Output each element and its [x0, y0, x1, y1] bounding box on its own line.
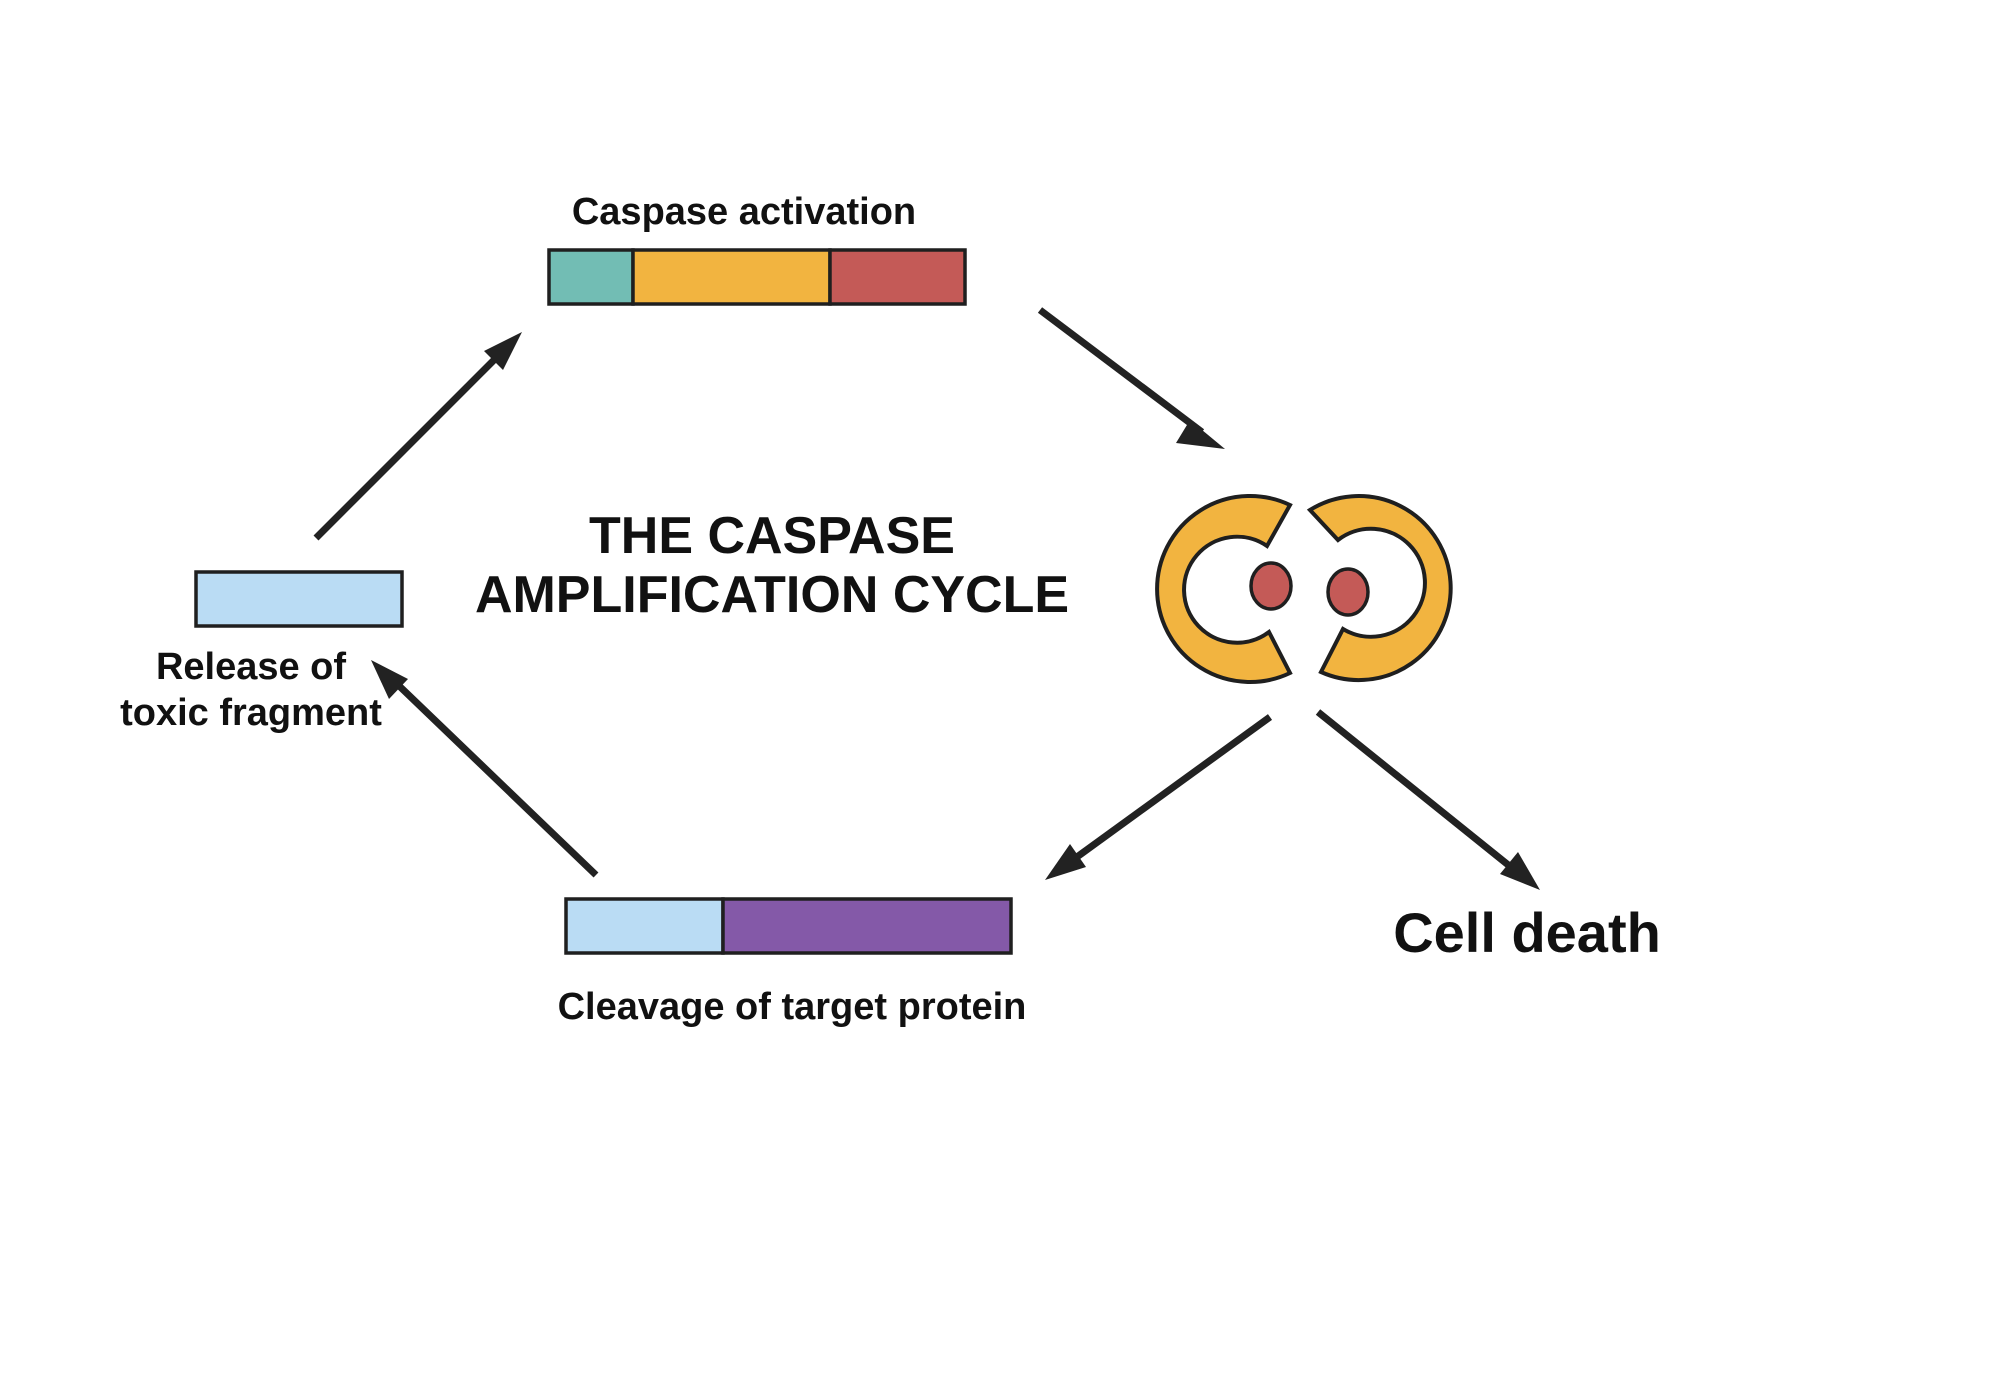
caspase-subunit-left [1155, 494, 1293, 684]
caspase-activation-label: Caspase activation [572, 191, 916, 233]
arrow-cleavage-to-fragment [371, 660, 599, 878]
target-protein-bar [564, 897, 1013, 955]
target-fragment-segment [564, 897, 725, 955]
arrow-fragment-to-activation [313, 332, 522, 541]
active-site-left [1249, 561, 1293, 611]
active-site-right [1326, 567, 1370, 617]
arrow-caspase-to-cell-death [1315, 709, 1540, 890]
active-caspase-icon [1155, 494, 1453, 684]
caspase-activation-bar [547, 248, 967, 306]
release-label-line2: toxic fragment [120, 692, 382, 734]
arrow-caspase-to-cleavage [1045, 714, 1273, 880]
cleavage-label: Cleavage of target protein [558, 986, 1027, 1028]
diagram-title-line1: THE CASPASE [589, 507, 955, 565]
cell-death-label: Cell death [1393, 901, 1661, 964]
arrow-activation-to-caspase [1037, 307, 1225, 449]
small-subunit-segment [828, 248, 967, 306]
toxic-fragment-bar [194, 570, 404, 628]
target-remainder-segment [721, 897, 1013, 955]
toxic-fragment-segment [194, 570, 404, 628]
prodomain-segment [547, 248, 635, 306]
caspase-subunit-right [1306, 494, 1453, 683]
diagram-title-line2: AMPLIFICATION CYCLE [475, 566, 1069, 624]
release-label-line1: Release of [156, 646, 346, 688]
large-subunit-segment [631, 248, 832, 306]
